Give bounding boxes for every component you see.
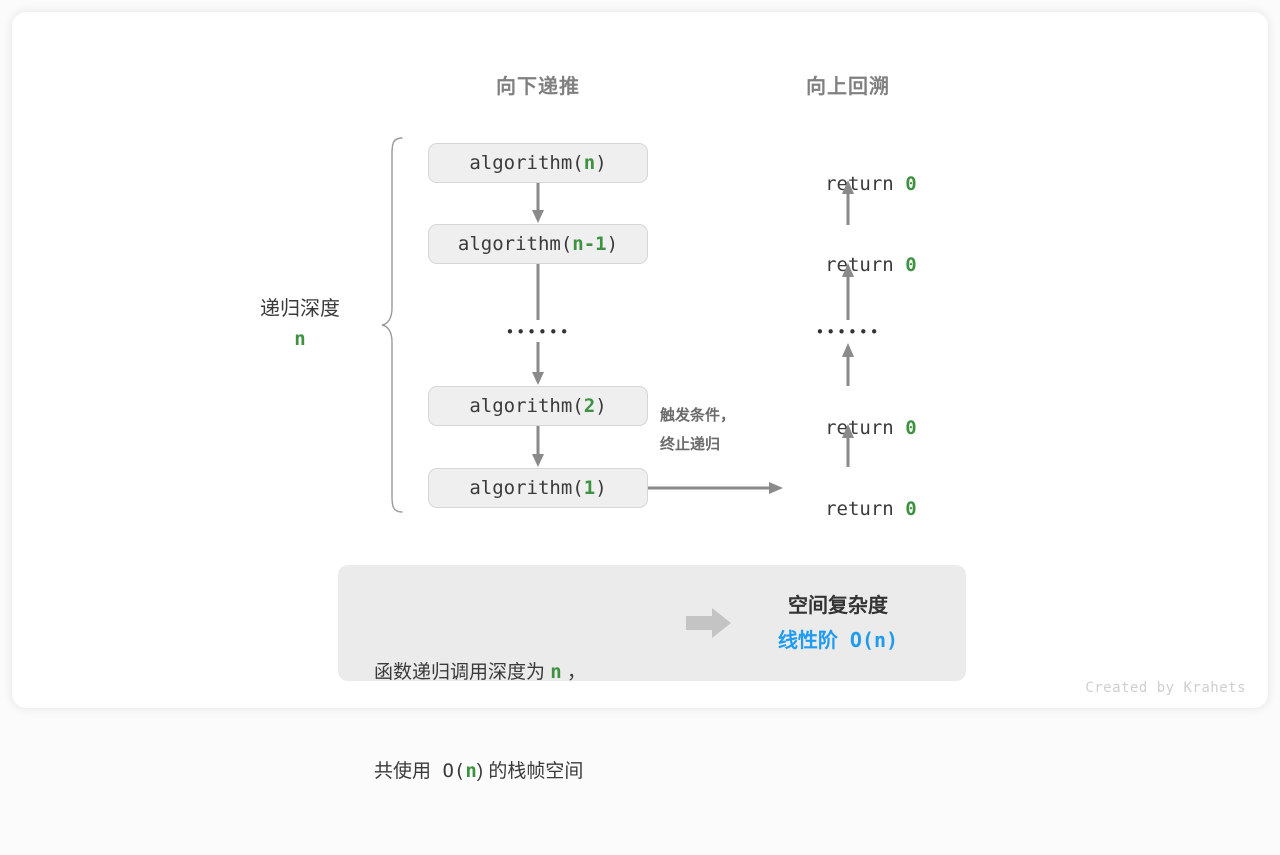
call-arg: 2 bbox=[583, 395, 596, 417]
call-arg: n-1 bbox=[572, 233, 607, 255]
header-downward-recursion: 向下递推 bbox=[496, 76, 580, 98]
depth-brace bbox=[378, 136, 408, 514]
summary-line-2-b: ) 的栈帧空间 bbox=[476, 761, 584, 783]
call-prefix: algorithm( bbox=[457, 233, 573, 255]
return-statement-2: return 0 bbox=[748, 232, 948, 298]
call-suffix: ) bbox=[595, 477, 607, 499]
call-suffix: ) bbox=[595, 395, 607, 417]
arrow-down-1 bbox=[530, 183, 546, 224]
ellipsis-down: •••••• bbox=[505, 323, 571, 341]
call-prefix: algorithm( bbox=[469, 395, 584, 417]
arrow-up-3 bbox=[840, 342, 856, 386]
complexity-title: 空间复杂度 bbox=[788, 595, 888, 617]
return-keyword: return bbox=[825, 173, 906, 195]
complexity-value: 线性阶 O(n) bbox=[777, 628, 899, 652]
summary-description: 函数递归调用深度为 n ， 共使用 O(n) 的栈帧空间 bbox=[374, 589, 586, 855]
call-box-n[interactable]: algorithm(n) bbox=[428, 143, 648, 183]
call-arg: n bbox=[583, 152, 596, 174]
watermark-credit: Created by Krahets bbox=[1085, 680, 1246, 696]
summary-line-1-b: ， bbox=[561, 661, 587, 683]
summary-line-2-a: 共使用 O( bbox=[374, 760, 466, 783]
return-value: 0 bbox=[905, 173, 917, 195]
return-value: 0 bbox=[905, 498, 917, 520]
summary-line-1: 函数递归调用深度为 n ， bbox=[374, 656, 586, 689]
call-box-n-minus-1[interactable]: algorithm(n-1) bbox=[428, 224, 648, 264]
call-arg: 1 bbox=[583, 477, 596, 499]
arrow-up-2 bbox=[840, 262, 856, 320]
return-keyword: return bbox=[825, 254, 906, 276]
return-statement-4: return 0 bbox=[748, 476, 948, 542]
call-box-1[interactable]: algorithm(1) bbox=[428, 468, 648, 508]
diagram-card: 向下递推 向上回溯 递归深度 n algorithm(n) algorithm(… bbox=[12, 12, 1268, 782]
return-keyword: return bbox=[825, 417, 906, 439]
return-keyword: return bbox=[825, 498, 906, 520]
summary-line-1-a: 函数递归调用深度为 bbox=[374, 661, 551, 683]
call-prefix: algorithm( bbox=[469, 152, 584, 174]
complexity-summary-panel: 函数递归调用深度为 n ， 共使用 O(n) 的栈帧空间 空间复杂度 线性阶 O… bbox=[338, 565, 966, 782]
condition-line-1: 触发条件， bbox=[660, 407, 736, 424]
call-suffix: ) bbox=[595, 152, 607, 174]
condition-line-2: 终止递归 bbox=[660, 435, 721, 453]
right-arrow-icon bbox=[686, 607, 732, 639]
call-suffix: ) bbox=[606, 233, 619, 255]
header-upward-backtracking: 向上回溯 bbox=[806, 76, 890, 98]
recursion-depth-label: 递归深度 n bbox=[220, 294, 380, 354]
summary-line-2-n: n bbox=[465, 760, 477, 783]
arrow-up-4 bbox=[840, 423, 856, 467]
return-value: 0 bbox=[905, 417, 917, 439]
call-prefix: algorithm( bbox=[469, 477, 584, 499]
return-value: 0 bbox=[905, 254, 917, 276]
summary-line-2: 共使用 O(n) 的栈帧空间 bbox=[374, 755, 586, 788]
base-case-condition-label: 触发条件， 终止递归 bbox=[660, 402, 735, 459]
recursion-depth-text: 递归深度 bbox=[260, 298, 340, 320]
return-statement-3: return 0 bbox=[748, 395, 948, 461]
summary-line-1-n: n bbox=[550, 660, 562, 683]
ellipsis-up: •••••• bbox=[815, 323, 881, 341]
arrow-down-4 bbox=[530, 426, 546, 468]
arrow-down-3 bbox=[530, 342, 546, 386]
complexity-result: 空间复杂度 线性阶 O(n) bbox=[738, 589, 938, 657]
return-statement-1: return 0 bbox=[748, 151, 948, 217]
recursion-depth-value: n bbox=[294, 328, 306, 350]
arrow-up-1 bbox=[840, 179, 856, 225]
arrow-base-case bbox=[648, 480, 784, 496]
arrow-down-2 bbox=[530, 264, 546, 320]
call-box-2[interactable]: algorithm(2) bbox=[428, 386, 648, 426]
